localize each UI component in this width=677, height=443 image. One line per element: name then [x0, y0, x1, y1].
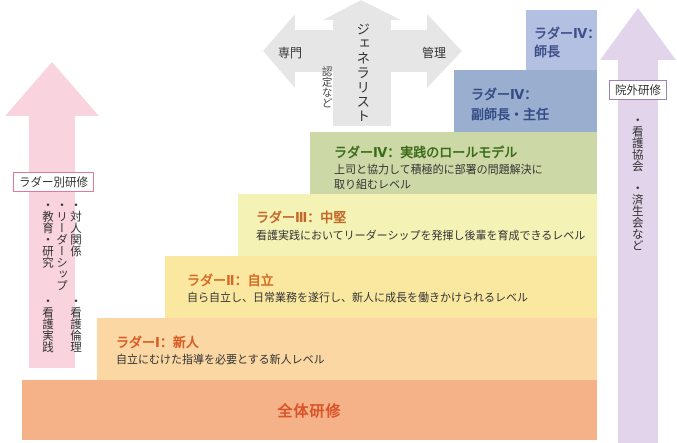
external-topic: ・看護協会 [630, 114, 645, 172]
level-3-title: ラダーⅢ：中堅 [256, 211, 347, 226]
ladder-topic: ・看護倫理 [69, 295, 83, 353]
level-4-desc-line: 上司と協力して積極的に部署の問題解決に [334, 163, 543, 176]
career-left-label: 専門 [278, 46, 303, 60]
level-2-title: ラダーⅡ：自立 [187, 274, 274, 289]
level-4-title: ラダーⅣ：実践のロールモデル [334, 146, 518, 161]
ladder-topic: ・看護実践 [41, 295, 55, 353]
ladder-training-arrow-shape [5, 62, 99, 368]
career-note-label: 認定など [320, 66, 333, 108]
ladder-topic: ・教育・研究 [41, 199, 55, 268]
level-3-midlevel: ラダーⅢ：中堅 看護実践においてリーダーシップを発揮し後輩を育成できるレベル [238, 194, 597, 256]
career-direction-arrow [263, 0, 462, 126]
ladder-training-tag: ラダー別研修 [13, 172, 94, 192]
level-2-independent: ラダーⅡ：自立 自ら自立し、日常業務を遂行し、新人に成長を働きかけられるレベル [165, 256, 597, 318]
ladder-topic: ・リーダーシップ [55, 199, 69, 291]
career-right-label: 管理 [422, 46, 447, 60]
level-5-title-line: 副師長・主任 [471, 108, 550, 123]
external-training-arrow [600, 8, 676, 443]
level-3-desc: 看護実践においてリーダーシップを発揮し後輩を育成できるレベル [256, 229, 586, 242]
level-1-desc: 自立にむけた指導を必要とする新人レベル [116, 353, 325, 366]
level-6-title-line: ラダーⅣ： [534, 27, 601, 42]
level-4-role-model: ラダーⅣ：実践のロールモデル 上司と協力して積極的に部署の問題解決に 取り組むレ… [310, 132, 597, 194]
external-training-arrow-shape [600, 8, 676, 443]
level-6-manager: ラダーⅣ： 師長 [526, 10, 601, 70]
overall-training-bar: 全体研修 [22, 380, 597, 440]
career-arrow-shape [263, 0, 462, 126]
level-1-newcomer: ラダーⅠ：新人 自立にむけた指導を必要とする新人レベル [97, 318, 597, 380]
ladder-topic: ・対人関係 [69, 199, 83, 257]
level-2-desc: 自ら自立し、日常業務を遂行し、新人に成長を働きかけられるレベル [187, 291, 528, 304]
ladder-training-topics: ・対人関係 ・リーダーシップ ・教育・研究 ・看護倫理 ・看護実践 [26, 199, 83, 359]
level-1-title: ラダーⅠ：新人 [116, 336, 199, 351]
career-center-label: ジェネラリスト [353, 22, 370, 124]
ladder-training-arrow [5, 62, 99, 368]
level-5-title-line: ラダーⅣ： [471, 88, 538, 103]
level-5-deputy: ラダーⅣ： 副師長・主任 [454, 70, 597, 132]
external-topic: ・済生会など [630, 182, 645, 251]
level-4-desc-line: 取り組むレベル [334, 178, 411, 191]
overall-training-label: 全体研修 [277, 401, 342, 420]
level-6-title-line: 師長 [534, 45, 561, 60]
external-training-tag: 院外研修 [609, 80, 667, 100]
